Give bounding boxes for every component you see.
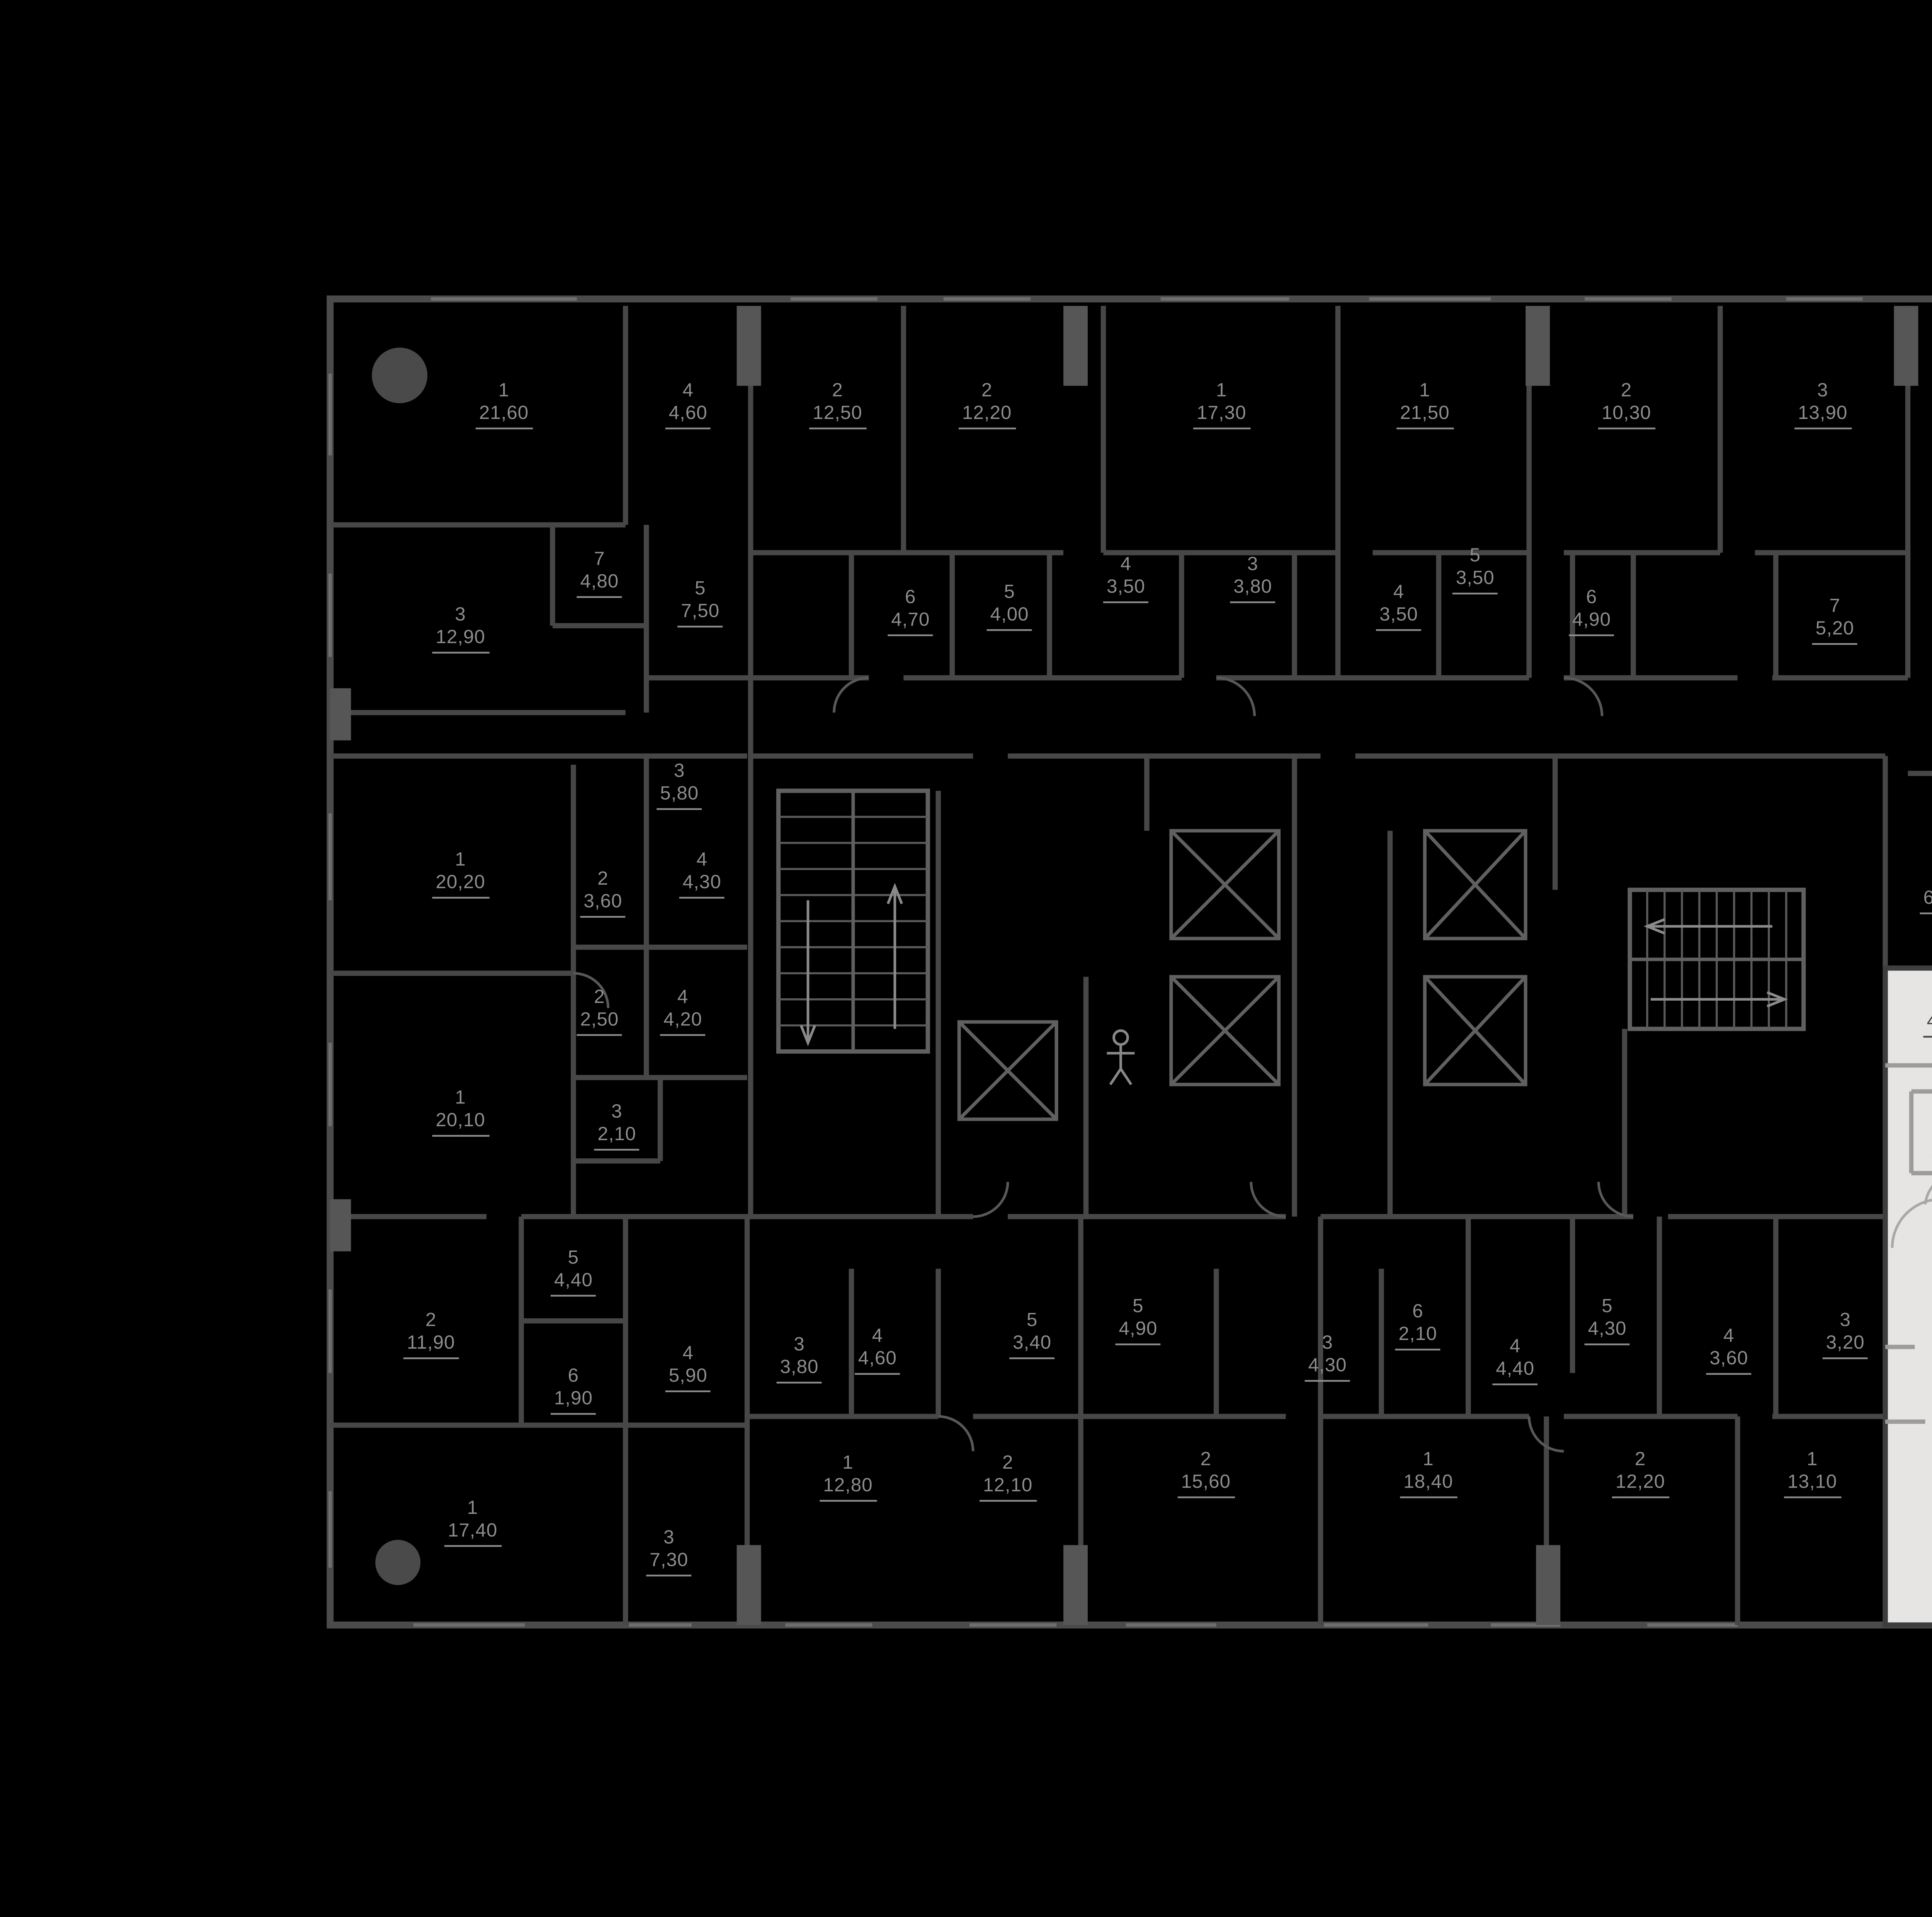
apartment-door-arcs: [1891, 1185, 1932, 1248]
interior-walls: [330, 306, 1932, 1625]
column-circle-bottom-left: [375, 1540, 421, 1585]
person-icon: [1107, 1029, 1135, 1085]
door-arcs: [573, 676, 1634, 1453]
apartment-partitions: [1885, 1063, 1932, 1424]
elevators: [957, 829, 1527, 1121]
selected-apartment-shape[interactable]: [1883, 965, 1932, 1628]
structural-columns: [330, 306, 1918, 1625]
staircase-left: [776, 788, 930, 1054]
column-circle-top-left: [372, 347, 428, 403]
staircase-right: [1628, 887, 1806, 1031]
window-ticks: [328, 297, 1863, 1627]
selected-apartment-hotspot[interactable]: [1885, 968, 1932, 1625]
